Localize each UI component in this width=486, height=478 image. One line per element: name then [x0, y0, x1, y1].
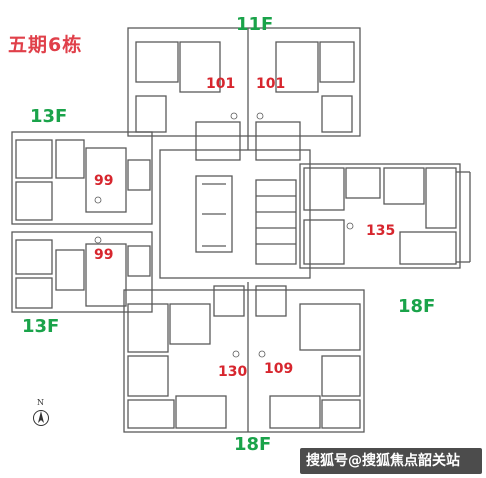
unit-label-135: 135 — [366, 223, 396, 239]
wing-upper-left — [11, 131, 153, 225]
floor-label-upper-left: 13F — [30, 106, 68, 127]
floor-label-bottom: 18F — [234, 434, 272, 455]
floor-label-lower-left: 13F — [22, 316, 60, 337]
core — [159, 149, 311, 279]
unit-label-101-left: 101 — [206, 76, 236, 92]
watermark-text: 搜狐号@搜狐焦点韶关站 — [306, 453, 460, 469]
watermark: 搜狐号@搜狐焦点韶关站 — [300, 448, 482, 474]
wing-right — [299, 163, 461, 269]
unit-label-99-upper: 99 — [94, 173, 114, 189]
unit-label-109: 109 — [264, 361, 294, 377]
wing-lower-left — [11, 231, 153, 313]
unit-label-99-lower: 99 — [94, 247, 114, 263]
north-compass-icon: N — [30, 398, 50, 430]
building-title: 五期6栋 — [8, 34, 83, 56]
floor-label-right: 18F — [398, 296, 436, 317]
unit-label-101-right: 101 — [256, 76, 286, 92]
compass-label: N — [37, 398, 44, 407]
wing-top — [127, 27, 361, 137]
unit-label-130: 130 — [218, 364, 248, 380]
floor-label-top: 11F — [236, 14, 274, 35]
